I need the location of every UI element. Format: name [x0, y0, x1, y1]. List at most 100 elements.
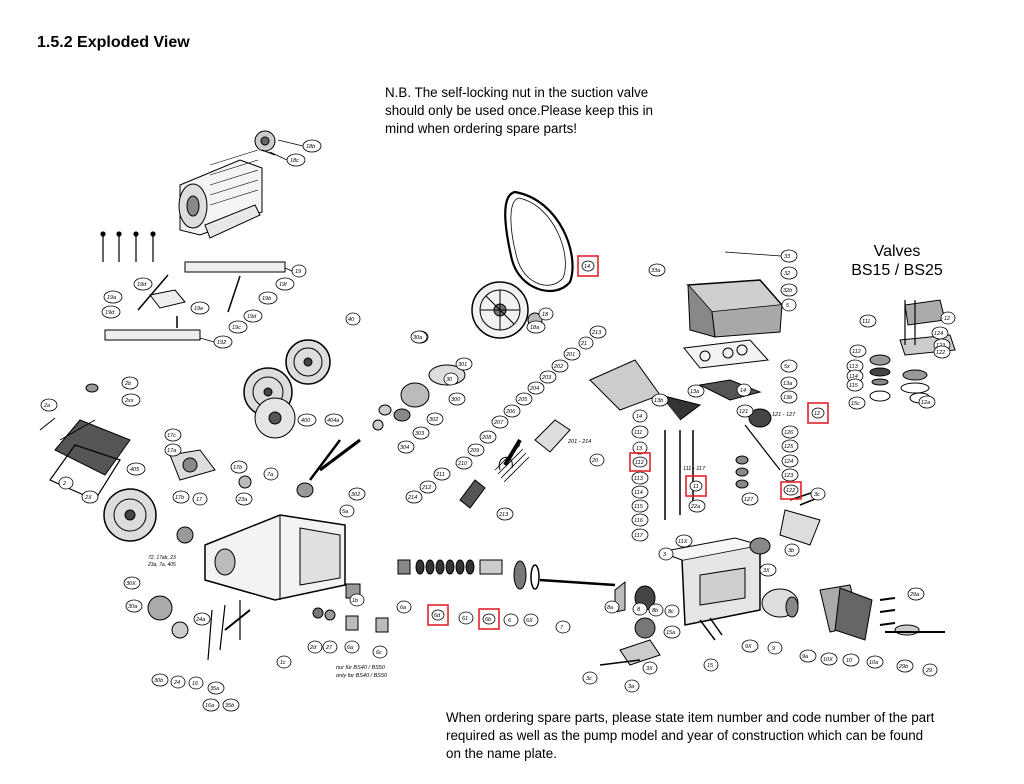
svg-text:114: 114 — [634, 490, 643, 496]
svg-text:207: 207 — [493, 420, 504, 426]
right-small-parts — [599, 489, 945, 666]
svg-text:19f: 19f — [279, 282, 287, 288]
only-label: only for BS40 / BS50 — [336, 673, 388, 679]
svg-text:400: 400 — [301, 418, 311, 424]
svg-text:61: 61 — [462, 616, 468, 622]
svg-text:24a: 24a — [195, 617, 205, 623]
svg-text:6d: 6d — [434, 613, 441, 619]
svg-text:12: 12 — [944, 316, 950, 322]
svg-text:3c: 3c — [586, 676, 592, 682]
svg-text:14: 14 — [636, 414, 642, 420]
highlight-112: 112 — [629, 452, 651, 472]
svg-text:12: 12 — [814, 411, 820, 417]
svg-text:112: 112 — [635, 460, 644, 466]
svg-text:21: 21 — [580, 341, 587, 347]
svg-text:19e: 19e — [194, 306, 203, 312]
svg-text:125: 125 — [784, 444, 794, 450]
svg-text:2: 2 — [62, 481, 66, 487]
svg-text:7: 7 — [560, 625, 564, 631]
valve-spring-stack — [459, 359, 661, 509]
svg-text:9: 9 — [772, 646, 775, 652]
svg-text:23a, 7a, 405: 23a, 7a, 405 — [147, 562, 176, 568]
svg-text:29a: 29a — [909, 592, 919, 598]
svg-text:2xx: 2xx — [124, 398, 134, 404]
motor-assembly — [178, 130, 276, 239]
svg-text:127: 127 — [744, 497, 754, 503]
svg-text:3X: 3X — [763, 568, 770, 574]
highlight-14: 14 — [577, 255, 599, 277]
svg-text:111: 111 — [634, 430, 642, 436]
svg-text:13b: 13b — [654, 398, 663, 404]
ordering-note: When ordering spare parts, please state … — [446, 710, 935, 761]
svg-text:19: 19 — [295, 269, 301, 275]
svg-text:30b: 30b — [154, 678, 163, 684]
svg-text:3: 3 — [663, 552, 667, 558]
svg-text:8a: 8a — [607, 605, 613, 611]
svg-text:1c: 1c — [280, 660, 286, 666]
svg-text:111 - 117: 111 - 117 — [683, 466, 706, 472]
svg-text:301: 301 — [458, 362, 467, 368]
motor-rail — [104, 261, 286, 341]
svg-text:302: 302 — [429, 417, 438, 423]
svg-text:300: 300 — [451, 397, 461, 403]
svg-text:2X: 2X — [84, 495, 92, 501]
svg-text:17b: 17b — [175, 495, 184, 501]
svg-text:111: 111 — [862, 319, 870, 325]
svg-text:72, 17ab, 23: 72, 17ab, 23 — [148, 555, 176, 561]
highlight-11: 11 — [685, 475, 707, 497]
pulley — [471, 281, 543, 339]
svg-text:3X: 3X — [646, 666, 653, 672]
svg-text:6: 6 — [508, 618, 512, 624]
svg-text:6c: 6c — [376, 650, 382, 656]
svg-text:124: 124 — [934, 331, 943, 337]
svg-text:213: 213 — [591, 330, 602, 336]
svg-text:11: 11 — [693, 484, 699, 490]
svg-text:5x: 5x — [784, 364, 790, 370]
valves-heading-line1: Valves — [873, 243, 921, 260]
svg-text:3c: 3c — [814, 492, 820, 498]
svg-text:122: 122 — [786, 488, 795, 494]
svg-text:113: 113 — [634, 476, 644, 482]
svg-text:20: 20 — [591, 458, 599, 464]
svg-text:18c: 18c — [290, 158, 299, 164]
svg-text:123: 123 — [784, 473, 794, 479]
svg-text:116: 116 — [634, 518, 644, 524]
svg-text:32: 32 — [784, 271, 790, 277]
svg-text:15: 15 — [707, 663, 714, 669]
svg-text:13a: 13a — [783, 381, 792, 387]
svg-text:10a: 10a — [869, 660, 878, 666]
svg-text:30a: 30a — [413, 335, 422, 341]
svg-text:7a: 7a — [267, 472, 273, 478]
svg-text:11X: 11X — [678, 539, 688, 545]
svg-text:2b: 2b — [124, 381, 131, 387]
svg-text:9a: 9a — [802, 654, 808, 660]
gear-stack — [103, 339, 341, 542]
svg-text:2a: 2a — [43, 403, 50, 409]
svg-text:3a: 3a — [628, 684, 634, 690]
crank-parts — [169, 449, 252, 544]
svg-text:19c: 19c — [232, 325, 241, 331]
svg-text:113: 113 — [849, 364, 859, 370]
svg-text:126: 126 — [784, 430, 794, 436]
v-belt — [504, 190, 574, 292]
svg-text:3b: 3b — [788, 548, 794, 554]
svg-text:35a: 35a — [210, 686, 219, 692]
svg-text:201: 201 — [565, 352, 575, 358]
svg-text:213: 213 — [498, 512, 509, 518]
svg-text:18a: 18a — [530, 325, 539, 331]
svg-text:24: 24 — [173, 680, 180, 686]
valve-cover — [659, 279, 784, 421]
svg-text:13a: 13a — [690, 389, 699, 395]
svg-text:206: 206 — [505, 409, 516, 415]
svg-text:210: 210 — [457, 461, 468, 467]
svg-text:208: 208 — [481, 435, 492, 441]
svg-text:122: 122 — [936, 350, 945, 356]
highlight-122: 122 — [780, 481, 802, 500]
svg-text:22a: 22a — [690, 504, 700, 510]
svg-text:16a: 16a — [205, 703, 214, 709]
svg-text:13b: 13b — [783, 395, 792, 401]
svg-text:192: 192 — [217, 340, 226, 346]
svg-text:6b: 6b — [485, 617, 491, 623]
valves-heading: Valves BS15 / BS25 — [842, 242, 952, 280]
